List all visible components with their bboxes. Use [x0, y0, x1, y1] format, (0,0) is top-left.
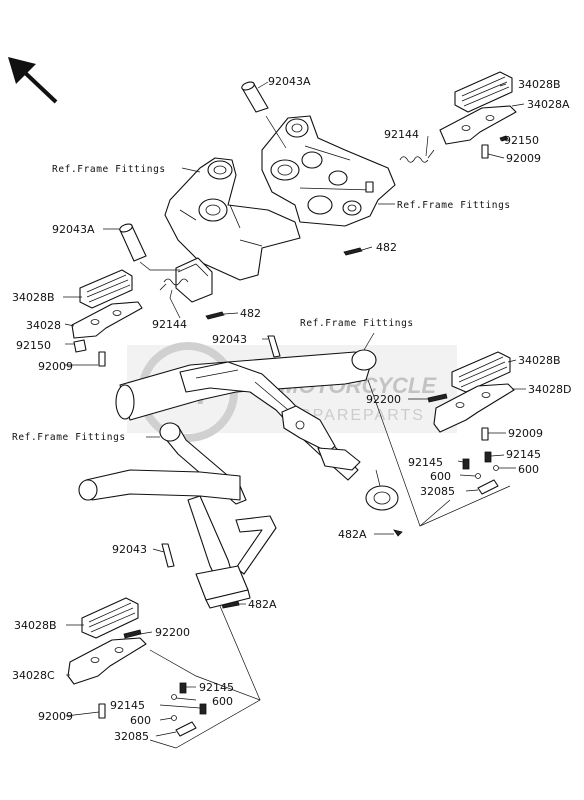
label-32085-bottom-left: 32085 [114, 730, 149, 743]
label-482A-right: 482A [338, 528, 367, 541]
label-34028B-right-mid: 34028B [518, 354, 561, 367]
pin-92043A-top [241, 81, 269, 113]
footpeg-bottom-left [67, 597, 147, 719]
label-600-bottom-left-2: 600 [130, 714, 151, 727]
cotter-482-left [205, 311, 225, 320]
label-34028B-left: 34028B [12, 291, 55, 304]
label-482-b: 482 [240, 307, 261, 320]
label-92145-right-1: 92145 [408, 456, 443, 469]
label-482A-low: 482A [248, 598, 277, 611]
label-34028A: 34028A [527, 98, 570, 111]
spring-92144-left [159, 278, 189, 291]
pin-92043A-left [119, 223, 147, 262]
rear-left-bracket [164, 157, 301, 303]
label-600-right-1: 600 [430, 470, 451, 483]
small-parts-bottom-left [123, 600, 240, 737]
label-34028B-top-right: 34028B [518, 78, 561, 91]
footpeg-right-mid [433, 351, 515, 441]
arrow-up-left-icon [8, 57, 58, 104]
label-ref-frame-fittings-2: Ref.Frame Fittings [397, 200, 511, 211]
label-92150-top-right: 92150 [504, 134, 539, 147]
label-92144-top-right: 92144 [384, 128, 419, 141]
label-92009-right-mid: 92009 [508, 427, 543, 440]
label-482-a: 482 [376, 241, 397, 254]
footpeg-left [71, 269, 143, 367]
label-92009-top-right: 92009 [506, 152, 541, 165]
label-92144-left: 92144 [152, 318, 187, 331]
spring-92144-right [399, 149, 435, 163]
label-92145-right-2: 92145 [506, 448, 541, 461]
label-92200-right: 92200 [366, 393, 401, 406]
main-frame-assembly [78, 335, 399, 609]
label-ref-frame-fittings-1: Ref.Frame Fittings [52, 164, 166, 175]
watermark-subtitle: SPAREPARTS [300, 407, 425, 424]
footpeg-top-right [439, 71, 517, 159]
part-labels: 92043A 34028B 34028A 92144 92150 92009 R… [12, 75, 571, 743]
label-92150-left: 92150 [16, 339, 51, 352]
label-92043A-left: 92043A [52, 223, 95, 236]
label-34028B-bottom-left: 34028B [14, 619, 57, 632]
label-92009-left: 92009 [38, 360, 73, 373]
label-32085-right: 32085 [420, 485, 455, 498]
label-92009-bottom-left: 92009 [38, 710, 73, 723]
label-92145-bottom-left-1: 92145 [199, 681, 234, 694]
label-92200-bottom-left: 92200 [155, 626, 190, 639]
cotter-482-right [343, 247, 363, 256]
label-92043-mid: 92043 [212, 333, 247, 346]
label-34028: 34028 [26, 319, 61, 332]
label-600-right-2: 600 [518, 463, 539, 476]
small-parts-right [393, 393, 499, 537]
leader-lines [63, 81, 526, 749]
label-600-bottom-left-1: 600 [212, 695, 233, 708]
label-92145-bottom-left-2: 92145 [110, 699, 145, 712]
label-ref-frame-fittings-3: Ref.Frame Fittings [300, 318, 414, 329]
label-92043-low: 92043 [112, 543, 147, 556]
label-92043A-top: 92043A [268, 75, 311, 88]
label-ref-frame-fittings-4: Ref.Frame Fittings [12, 432, 126, 443]
label-34028D: 34028D [528, 383, 571, 396]
label-34028C: 34028C [12, 669, 55, 682]
rear-right-bracket [261, 115, 396, 227]
